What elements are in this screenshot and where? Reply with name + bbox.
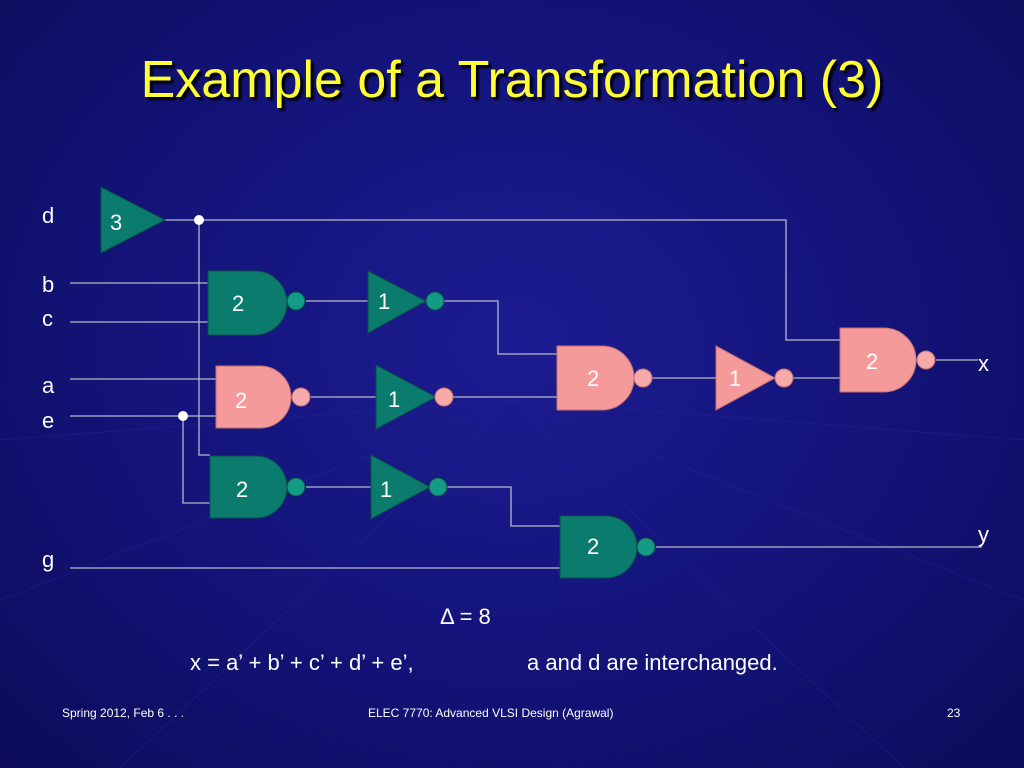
input-label-b: b	[42, 272, 54, 297]
footer-course: ELEC 7770: Advanced VLSI Design (Agrawal…	[368, 706, 614, 720]
inverter-gate-de-label: 1	[380, 477, 392, 502]
wire-d-branch	[165, 219, 840, 341]
inverter-gate-mid: 1	[715, 345, 794, 411]
junction-dot-d	[194, 215, 204, 225]
footer-date: Spring 2012, Feb 6 . . .	[62, 706, 185, 720]
nand-gate-ae: 2	[215, 365, 311, 429]
nand-gate-de-label: 2	[236, 477, 248, 502]
nand-gate-mid: 2	[556, 345, 653, 411]
slide-title: Example of a Transformation (3)	[140, 51, 884, 109]
output-label-x: x	[978, 351, 989, 376]
nand-gate-bc-label: 2	[232, 291, 244, 316]
boolean-expression: x = a’ + b’ + c’ + d’ + e’,	[190, 650, 414, 675]
output-label-y: y	[978, 522, 989, 547]
nand-gate-mid-label: 2	[587, 366, 599, 391]
nand-gate-ae-label: 2	[235, 388, 247, 413]
nand-gate-de: 2	[209, 455, 306, 519]
wire-de-inv-y	[444, 486, 560, 527]
nand-gate-x-label: 2	[866, 349, 878, 374]
junction-dot-e	[178, 411, 188, 421]
wire-e-down	[182, 416, 210, 504]
inverter-gate-ae: 1	[375, 364, 454, 430]
nand-gate-bc: 2	[207, 270, 306, 336]
nand-gate-x: 2	[839, 327, 936, 393]
inverter-gate-mid-label: 1	[729, 366, 741, 391]
inverter-gate-de: 1	[370, 454, 448, 520]
wires	[70, 219, 982, 569]
input-label-a: a	[42, 373, 55, 398]
input-label-g: g	[42, 547, 54, 572]
buffer-gate-label: 3	[110, 210, 122, 235]
wire-d-down	[198, 220, 210, 456]
nand-gate-y: 2	[559, 515, 656, 579]
input-label-c: c	[42, 306, 53, 331]
input-label-e: e	[42, 408, 54, 433]
interchange-note: a and d are interchanged.	[527, 650, 778, 675]
input-label-d: d	[42, 203, 54, 228]
inverter-gate-ae-label: 1	[388, 387, 400, 412]
nand-gate-y-label: 2	[587, 534, 599, 559]
buffer-gate-d: 3	[100, 186, 167, 254]
wire-bc-inv-mid	[444, 300, 557, 355]
inverter-gate-bc: 1	[367, 270, 445, 334]
inverter-gate-bc-label: 1	[378, 289, 390, 314]
footer-page-number: 23	[947, 706, 961, 720]
delay-caption: Δ = 8	[440, 604, 491, 629]
